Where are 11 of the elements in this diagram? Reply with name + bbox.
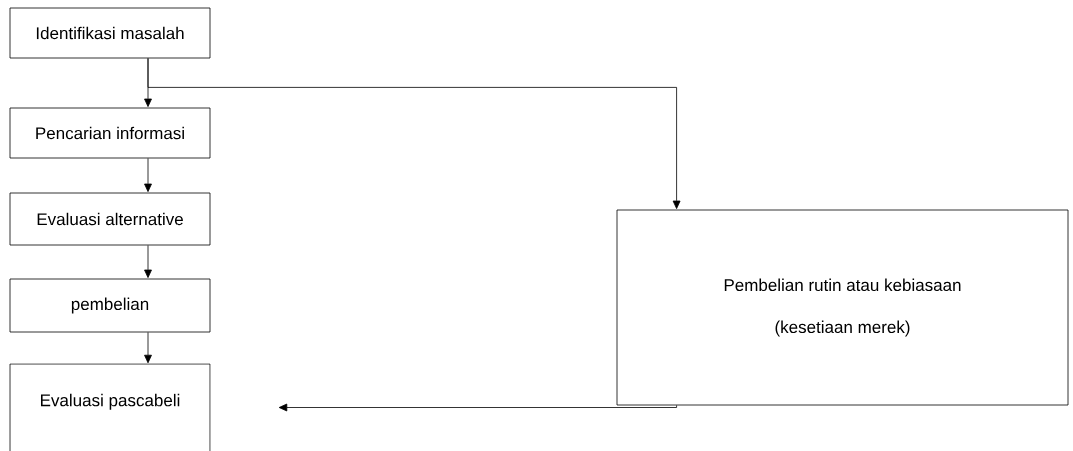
arrow — [278, 403, 677, 412]
arrow — [144, 158, 152, 192]
process-box: Evaluasi alternative — [9, 192, 211, 246]
arrow — [144, 332, 152, 364]
process-box: Identifikasi masalah — [9, 7, 211, 59]
process-box: Pembelian rutin atau kebiasaan (kesetiaan merek) — [616, 209, 1069, 406]
process-box: pembelian — [9, 278, 211, 333]
arrow — [147, 58, 681, 209]
process-box: Evaluasi pascabeli — [9, 363, 211, 451]
process-box: Pencarian informasi — [9, 107, 211, 159]
arrow — [144, 245, 152, 278]
